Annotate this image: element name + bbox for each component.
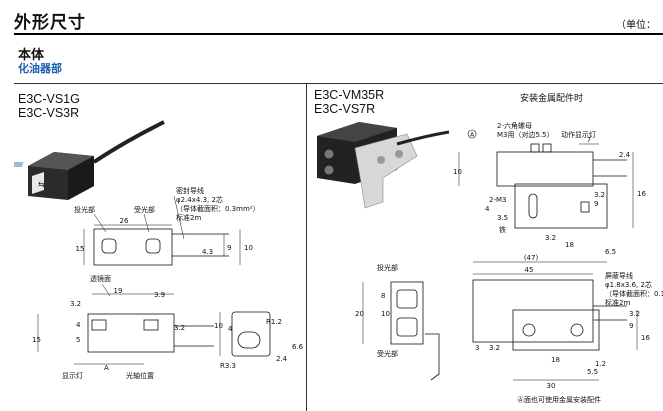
dim-66: 6.6 [292,343,304,351]
side-view-left: 10 4 R1.2 R3.3 6.6 2.4 [214,311,304,370]
optical-axis-label: 光轴位置 [126,371,154,380]
dim-r9b: 9 [629,322,633,330]
dim-R12: R1.2 [266,318,282,326]
dim-r32c: 3.2 [489,344,500,352]
dim-26: 26 [120,217,129,225]
dim-r32b: 3.2 [545,234,556,242]
dim-r32: 3.2 [594,191,605,199]
hex-nut-label-2: M3用（对边5.5） [497,130,554,139]
hex-nut-label-1: 2-六角螺母 [497,121,532,130]
svg-text:⇆: ⇆ [38,180,45,189]
dim-32-left: 3.2 [70,300,81,308]
top-view-left: 投光部 受光部 26 15 9 10 4.3 [74,205,253,266]
dim-r20: 20 [355,310,364,318]
mount-front-view: 投光部 受光部 20 8 10 [355,263,440,381]
shield-label-3: （导体截面积：0.18mm²） [605,289,663,298]
indicator-label: 显示灯 [62,371,83,380]
front-view-left: 透镜面 19 3.9 3.2 4 5 15 3.2 A 显示灯 光轴位置 [32,274,214,380]
dim-r24: 2.4 [619,151,631,159]
dim-15b: 15 [32,336,41,344]
cable-spec: φ2.4x4.3, 2芯 [176,195,223,204]
cable-section: （导体截面积：0.3mm²） [176,204,260,213]
dim-r30: 30 [547,382,556,390]
panel-divider [306,84,307,411]
dim-r4: 4 [485,205,490,213]
iron-label: 铁 [499,225,506,234]
dim-r65: 6.5 [605,248,616,256]
dim-r10: 10 [453,168,462,176]
dim-4: 4 [76,321,81,329]
left-model-2: E3C-VS3R [18,106,80,120]
dim-24: 2.4 [276,355,288,363]
unit-note: （单位： [616,20,656,31]
dim-r16: 16 [637,190,646,198]
hole-label: 2-M3 [489,196,506,204]
right-drawing: A 2-六角螺母 M3用（对边5.5） 动作显示灯 7 2.4 10 2-M3 … [317,121,663,404]
cable-length: 标准2m [176,213,201,222]
dim-r7: 7 [587,136,591,144]
mount-top-view: 7 2.4 10 2-M3 4 铁 3.2 9 16 3.5 3.2 18 6.… [453,136,646,256]
mount-side-view: (47) 45 屏蔽导线 φ1.8x3.6, 2芯 （导体截面积：0.18mm²… [472,254,663,390]
dim-5: 5 [76,336,80,344]
drawing-frame [14,83,663,411]
page-title: 外形尺寸 [14,13,86,33]
cable-title: 密封导线 [176,186,204,195]
dim-15: 15 [76,245,85,253]
dim-32-right: 3.2 [174,324,185,332]
dim-r12: 1.2 [595,360,606,368]
section-subtitle: 化油器部 [18,62,62,75]
dim-19: 19 [114,287,123,295]
right-model-2: E3C-VS7R [314,102,376,116]
mount-title: 安装金属配件时 [520,94,584,104]
dim-r45: 45 [525,266,534,274]
section-title: 本体 [18,48,45,63]
right-model-list: E3C-VM35R E3C-VS7R [314,88,384,116]
shield-label-4: 标准2m [605,298,630,307]
shield-label-1: 屏蔽导线 [605,271,633,280]
dim-r16b: 16 [641,334,650,342]
dim-r3: 3 [475,344,479,352]
dim-39: 3.9 [154,291,165,299]
op-indicator-label: 动作显示灯 [561,130,596,139]
dim-r32d: 3.2 [629,310,640,318]
cable-callout: 密封导线 φ2.4x4.3, 2芯 （导体截面积：0.3mm²） 标准2m [173,186,260,240]
dim-r8: 8 [381,292,385,300]
dim-R33: R3.3 [220,362,236,370]
footnote: Ⓐ面也可使用金属安装配件 [517,395,601,404]
left-model-list: E3C-VS1G E3C-VS3R [18,92,80,120]
emitter-label-right: 投光部 [377,263,398,272]
dim-4b: 4 [228,325,233,333]
dim-9: 9 [227,244,231,252]
left-model-1: E3C-VS1G [18,92,80,106]
receiver-label: 受光部 [134,205,155,214]
receiver-label-right: 受光部 [377,349,398,358]
dim-A: A [104,364,109,372]
dim-r18b: 18 [551,356,560,364]
dim-10b: 10 [214,322,223,330]
dim-r18: 18 [565,241,574,249]
dim-10: 10 [244,244,253,252]
mount-callouts: A 2-六角螺母 M3用（对边5.5） 动作显示灯 [467,121,596,139]
surface-a-marker: A [470,132,475,139]
dim-43: 4.3 [202,248,213,256]
shield-label-2: φ1.8x3.6, 2芯 [605,280,652,289]
left-drawing: ⇆ 密封导线 φ2.4x4.3, 2芯 （导体截面积：0.3mm²） 标准2m … [14,120,304,380]
dim-r9: 9 [594,200,598,208]
emitter-label: 投光部 [74,205,95,214]
lens-label: 透镜面 [90,274,111,283]
dim-r35: 3.5 [497,214,508,222]
sensor-photo-left: ⇆ [14,120,165,200]
dim-r55: 5.5 [587,368,598,376]
right-model-1: E3C-VM35R [314,88,385,102]
dim-r47: (47) [524,254,539,262]
title-rule [14,33,663,35]
sensor-photo-right [317,122,450,209]
dim-r10b: 10 [381,310,390,318]
